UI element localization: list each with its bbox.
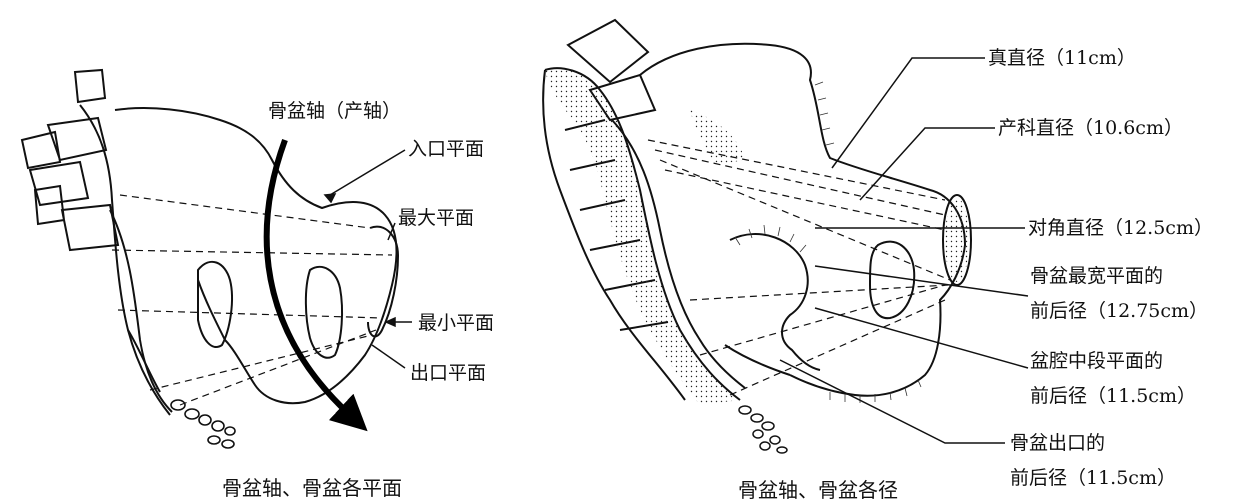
leader-lines-right bbox=[780, 58, 1028, 443]
midplane-diameter-line2: 前后径（11.5cm） bbox=[1030, 385, 1196, 407]
ilium-outline bbox=[115, 108, 396, 403]
coccyx-chain-right bbox=[739, 406, 787, 453]
outlet-diameter-line2: 前后径（11.5cm） bbox=[1010, 467, 1176, 489]
outlet-plane-label: 出口平面 bbox=[410, 362, 486, 384]
right-figure-caption: 骨盆轴、骨盆各径 bbox=[738, 478, 898, 502]
midplane-diameter-line1: 盆腔中段平面的 bbox=[1030, 350, 1163, 372]
obturator-left bbox=[198, 262, 232, 347]
diagonal-conjugate-label: 对角直径（12.5cm） bbox=[1028, 217, 1213, 239]
sacrum-spine bbox=[80, 105, 170, 415]
true-conjugate-label: 真直径（11cm） bbox=[988, 47, 1136, 69]
narrowest-plane-label: 最小平面 bbox=[418, 312, 494, 334]
widest-plane-diameter-line2: 前后径（12.75cm） bbox=[1030, 300, 1208, 322]
coccyx bbox=[128, 330, 160, 392]
coccyx-beads-left bbox=[171, 400, 235, 448]
widest-plane-label: 最大平面 bbox=[398, 207, 474, 229]
obturator-ring bbox=[870, 242, 914, 319]
inlet-plane-label: 入口平面 bbox=[408, 138, 484, 160]
outlet-diameter-line1: 骨盆出口的 bbox=[1010, 432, 1105, 454]
sacrum-front bbox=[110, 210, 172, 412]
pelvic-axis-label: 骨盆轴（产轴） bbox=[268, 100, 401, 122]
inner-curve bbox=[730, 234, 820, 370]
stipple-right bbox=[545, 68, 969, 405]
right-pelvis-drawing bbox=[543, 20, 971, 400]
widest-plane-diameter-line1: 骨盆最宽平面的 bbox=[1030, 265, 1163, 287]
sacral-vertebrae bbox=[22, 70, 118, 250]
left-figure-caption: 骨盆轴、骨盆各平面 bbox=[222, 476, 402, 500]
obstetric-conjugate-label: 产科直径（10.6cm） bbox=[998, 117, 1183, 139]
